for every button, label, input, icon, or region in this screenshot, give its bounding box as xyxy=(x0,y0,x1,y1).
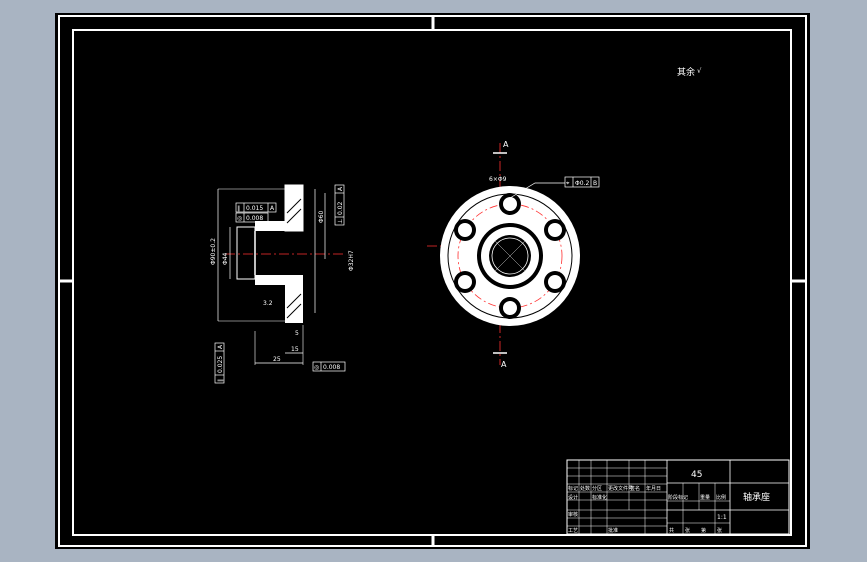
svg-text:B: B xyxy=(593,180,597,187)
dim-right-top-label: Φ60 xyxy=(318,210,325,223)
tol-frame-bottom: ◎ 0.008 xyxy=(312,361,346,372)
hub-upper-wall xyxy=(255,221,303,231)
svg-text:张: 张 xyxy=(685,527,690,534)
dim-outer-label: Φ90±0.2 xyxy=(210,238,217,265)
hatch-1 xyxy=(286,198,302,214)
svg-text:A: A xyxy=(217,344,224,349)
svg-text:0.015: 0.015 xyxy=(246,205,263,212)
top-note-symbol: √ xyxy=(697,67,702,75)
hub-lower-wall xyxy=(255,275,303,285)
dim-bottom-3: 5 xyxy=(295,330,299,337)
radial-2 xyxy=(494,240,526,272)
svg-text:年月日: 年月日 xyxy=(646,485,661,492)
dim-bottom-2: 15 xyxy=(291,346,299,353)
svg-text:0.008: 0.008 xyxy=(323,364,340,371)
leader-line xyxy=(509,182,565,199)
svg-text:签名: 签名 xyxy=(630,485,640,492)
flange-lower xyxy=(285,283,303,323)
svg-text:更改文件号: 更改文件号 xyxy=(608,485,633,492)
section-letter-bottom: A xyxy=(501,360,507,369)
section-letter-top: A xyxy=(503,140,509,149)
hatch-4 xyxy=(286,303,302,319)
svg-text:标记: 标记 xyxy=(568,485,578,492)
material: 45 xyxy=(691,470,702,480)
tol-frame-top-1: ∥ 0.015 A xyxy=(235,202,277,213)
tol-frame-left: ∥ 0.025 A xyxy=(214,342,225,384)
svg-text:∥: ∥ xyxy=(217,379,224,382)
svg-text:审核: 审核 xyxy=(568,511,578,518)
svg-text:标准化: 标准化 xyxy=(592,494,607,501)
svg-text:第: 第 xyxy=(701,527,706,534)
cad-drawing: 其余 √ Φ90±0.2 Φ44 Φ32H7 Φ60 3.2 xyxy=(58,15,807,547)
svg-text:0.02: 0.02 xyxy=(337,201,344,215)
hole-callout: 6×Φ9 xyxy=(489,176,507,183)
svg-text:⊥: ⊥ xyxy=(337,219,344,224)
roughness-label: 3.2 xyxy=(263,300,273,307)
dim-bottom-1: 25 xyxy=(273,356,281,363)
svg-text:批准: 批准 xyxy=(608,527,618,534)
tol-frame-top-2: ◎ 0.008 xyxy=(235,212,269,223)
svg-text:阶段标记: 阶段标记 xyxy=(668,494,688,501)
bolt-holes xyxy=(454,193,566,319)
svg-text:设计: 设计 xyxy=(568,494,578,501)
svg-text:共: 共 xyxy=(669,527,674,534)
svg-text:张: 张 xyxy=(717,527,722,534)
drawing-sheet: 其余 √ Φ90±0.2 Φ44 Φ32H7 Φ60 3.2 xyxy=(55,13,810,549)
bore-chamfer xyxy=(491,237,529,275)
svg-text:0.025: 0.025 xyxy=(217,356,224,373)
svg-text:A: A xyxy=(337,186,344,191)
section-view: Φ90±0.2 Φ44 Φ32H7 Φ60 3.2 25 15 5 ∥ 0.01… xyxy=(210,184,355,384)
svg-text:⌖: ⌖ xyxy=(566,180,570,187)
svg-text:◎: ◎ xyxy=(237,215,242,222)
position-tol-frame: ⌖ Φ0.2 B xyxy=(564,176,600,188)
svg-text:A: A xyxy=(270,205,275,212)
svg-text:比例: 比例 xyxy=(716,494,726,501)
hub-bore-outline xyxy=(236,226,256,280)
dim-bore-label: Φ32H7 xyxy=(348,250,355,271)
hatch-3 xyxy=(286,293,302,309)
svg-text:Φ0.2: Φ0.2 xyxy=(575,180,589,187)
svg-text:0.008: 0.008 xyxy=(246,215,263,222)
part-name: 轴承座 xyxy=(743,491,770,503)
top-note: 其余 xyxy=(677,66,695,78)
svg-text:重量: 重量 xyxy=(700,494,710,501)
hatch-2 xyxy=(286,208,302,224)
svg-text:处数: 处数 xyxy=(580,485,590,492)
svg-text:◎: ◎ xyxy=(314,364,319,371)
svg-text:∥: ∥ xyxy=(237,205,240,212)
title-block: 标记 处数 分区 更改文件号 签名 年月日 设计 标准化 阶段标记 重量 比例 … xyxy=(566,459,790,535)
svg-text:工艺: 工艺 xyxy=(568,528,578,534)
tol-frame-right: ⊥ 0.02 A xyxy=(334,184,345,226)
svg-text:分区: 分区 xyxy=(592,485,602,492)
dim-inner-label: Φ44 xyxy=(222,252,229,265)
inner-frame xyxy=(72,29,792,536)
front-view: 6×Φ9 ⌖ Φ0.2 B A A xyxy=(427,140,600,369)
scale: 1:1 xyxy=(717,514,727,521)
outer-border xyxy=(58,15,807,547)
